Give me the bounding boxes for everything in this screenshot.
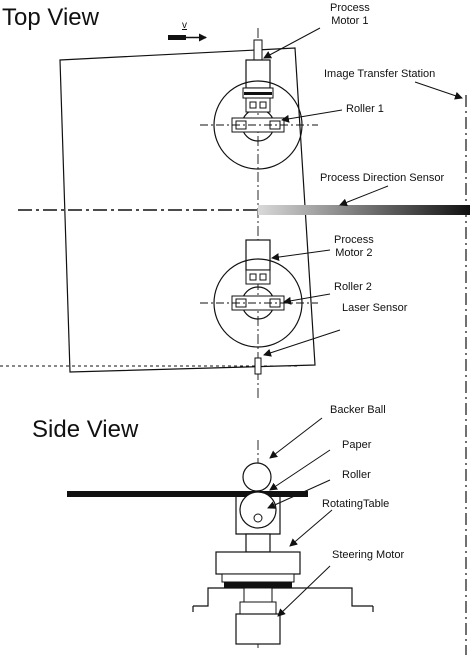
top-view-title: Top View xyxy=(2,4,99,31)
process-direction-sensor-bar xyxy=(258,205,470,215)
laser-sensor-label: Laser Sensor xyxy=(342,302,408,314)
side-view-title: Side View xyxy=(32,416,139,443)
process-motor-2-label: Process Motor 2 xyxy=(334,234,374,259)
roller-2-label: Roller 2 xyxy=(334,281,372,293)
rotating-table-label: RotatingTable xyxy=(322,498,390,510)
laser-sensor-body xyxy=(254,357,262,375)
process-direction-sensor-label: Process Direction Sensor xyxy=(320,172,445,184)
roller-1-label: Roller 1 xyxy=(346,103,384,115)
paper-sheet-top xyxy=(59,47,316,373)
roller-side xyxy=(235,491,281,553)
side-view-leaders xyxy=(267,417,333,617)
image-transfer-station-label: Image Transfer Station xyxy=(324,68,436,80)
velocity-arrow xyxy=(168,33,207,42)
roller-label: Roller xyxy=(342,469,371,481)
top-view-leaders xyxy=(263,27,463,357)
roller-2-assembly xyxy=(200,239,318,348)
rotating-table xyxy=(215,551,301,588)
velocity-label: v xyxy=(182,20,187,31)
mount-bracket xyxy=(193,587,373,607)
steering-motor xyxy=(235,587,281,645)
roller-1-assembly xyxy=(200,39,318,170)
backer-ball xyxy=(242,462,272,492)
paper-side xyxy=(67,491,308,497)
process-motor-1-label: Process Motor 1 xyxy=(330,2,370,27)
backer-ball-label: Backer Ball xyxy=(330,404,386,416)
paper-label: Paper xyxy=(342,439,372,451)
steering-motor-label: Steering Motor xyxy=(332,549,405,561)
